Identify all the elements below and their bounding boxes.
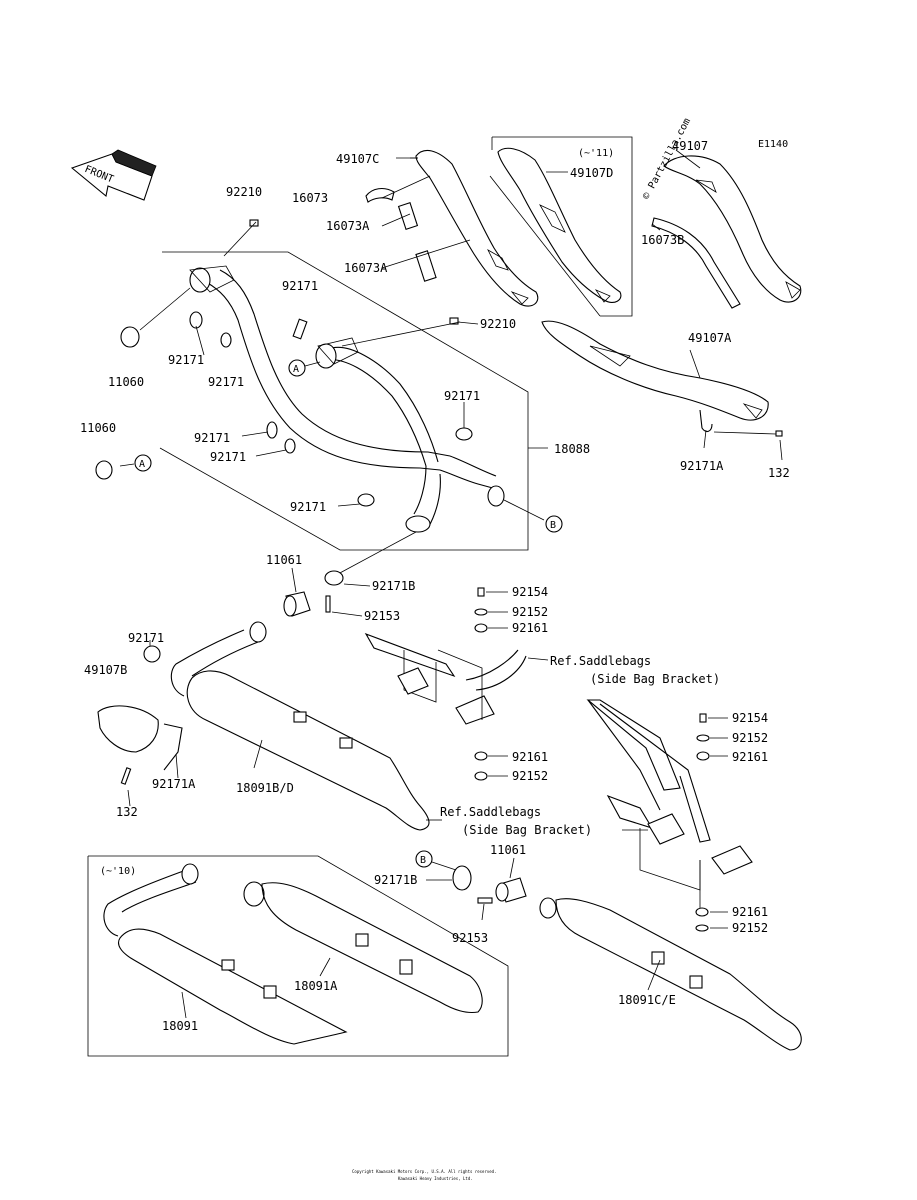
heat-shield-16073b: [651, 217, 741, 309]
label-16073b: 16073B: [641, 233, 684, 247]
label-18091ce: 18091C/E: [618, 993, 676, 1007]
label-92171-g: 92171: [290, 500, 326, 514]
muffler-18091ce: [539, 897, 802, 1051]
label-92161-a: 92161: [512, 621, 548, 635]
watermark-text: © Partzilla.com: [641, 117, 693, 202]
label-49107d: 49107D: [570, 166, 613, 180]
label-ref-sidebag-1: (Side Bag Bracket): [590, 672, 720, 686]
label-92171b-b: 92171B: [374, 873, 417, 887]
svg-text:B: B: [550, 520, 556, 531]
label-49107a: 49107A: [688, 331, 732, 345]
clamp-92171b-b: [426, 857, 527, 921]
clamp-92171-set: [189, 311, 473, 507]
callout-b-1: B: [545, 515, 563, 533]
leader-lines-lower: [426, 819, 648, 831]
footer-line-1: Copyright Kawasaki Motors Corp., U.S.A. …: [352, 1169, 497, 1174]
label-11060-a: 11060: [108, 375, 144, 389]
label-92171-h: 92171: [128, 631, 164, 645]
label-11061-a: 11061: [266, 553, 302, 567]
hardware-set-b: [474, 751, 508, 781]
label-49107b: 49107B: [84, 663, 127, 677]
label-ref-saddlebags-1: Ref.Saddlebags: [550, 654, 651, 668]
label-92152-b: 92152: [732, 731, 768, 745]
label-132-right: 132: [768, 466, 790, 480]
hardware-set-a: [474, 587, 508, 633]
bolt-92210-set: [249, 219, 459, 325]
label-49107-right: 49107: [672, 139, 708, 153]
label-18091bd: 18091B/D: [236, 781, 294, 795]
label-132-left: 132: [116, 805, 138, 819]
label-ref-sidebag-2: (Side Bag Bracket): [462, 823, 592, 837]
label-18088: 18088: [554, 442, 590, 456]
label-92152-d: 92152: [732, 921, 768, 935]
svg-text:A: A: [293, 364, 299, 375]
label-92161-b: 92161: [732, 750, 768, 764]
connector-11061-a: [283, 567, 311, 617]
front-arrow-icon: FRONT: [70, 149, 157, 201]
label-18091: 18091: [162, 1019, 198, 1033]
heat-shield-49107a: [541, 320, 769, 421]
label-16073a-1: 16073A: [326, 219, 370, 233]
label-10-range: (~'10): [100, 866, 136, 877]
svg-text:B: B: [420, 855, 426, 866]
callout-a-2: A: [134, 454, 152, 472]
label-ref-saddlebags-2: Ref.Saddlebags: [440, 805, 541, 819]
early-model-inset: [87, 855, 509, 1057]
label-92171-c: 92171: [208, 375, 244, 389]
label-92210-top: 92210: [226, 185, 262, 199]
label-92161-c: 92161: [512, 750, 548, 764]
svg-text:A: A: [139, 459, 145, 470]
label-92210-mid: 92210: [480, 317, 516, 331]
label-92171a-right: 92171A: [680, 459, 724, 473]
clamp-92171a-right: [699, 409, 783, 461]
label-92153-b: 92153: [452, 931, 488, 945]
label-92161-d: 92161: [732, 905, 768, 919]
saddlebag-bracket-1: [364, 632, 549, 725]
label-11-range: (~'11): [578, 148, 614, 159]
heat-shield-49107c: [415, 149, 539, 307]
header-pipe-assembly: [159, 251, 529, 551]
heat-shield-49107: [663, 155, 802, 303]
label-92154-a: 92154: [512, 585, 548, 599]
label-49107c: 49107C: [336, 152, 379, 166]
heat-shield-inset: [489, 136, 633, 317]
label-92154-b: 92154: [732, 711, 768, 725]
clamp-92171b-a: [324, 570, 371, 617]
label-92171b-a: 92171B: [372, 579, 415, 593]
saddlebag-bracket-2: [586, 699, 753, 932]
gasket-11060-set: [95, 326, 140, 480]
label-11060-b: 11060: [80, 421, 116, 435]
callout-b-2: B: [415, 850, 457, 871]
label-92171-b: 92171: [168, 353, 204, 367]
label-11061-b: 11061: [490, 843, 526, 857]
label-92171-a: 92171: [282, 279, 318, 293]
label-92171-e: 92171: [194, 431, 230, 445]
label-92171-f: 92171: [210, 450, 246, 464]
label-92171a-left: 92171A: [152, 777, 196, 791]
clamp-16073: [365, 187, 437, 282]
label-16073a-2: 16073A: [344, 261, 388, 275]
callout-a-1: A: [288, 359, 321, 377]
label-92152-a: 92152: [512, 605, 548, 619]
end-cap-49107b: [97, 640, 183, 807]
footer-line-2: Kawasaki Heavy Industries, Ltd.: [398, 1176, 473, 1181]
label-18091a: 18091A: [294, 979, 338, 993]
muffler-18091bd: [170, 621, 430, 831]
label-16073: 16073: [292, 191, 328, 205]
label-92152-c: 92152: [512, 769, 548, 783]
label-92153-a: 92153: [364, 609, 400, 623]
part-labels: 92210 49107C (~'11) 49107D 49107 16073 1…: [80, 139, 790, 1033]
label-92171-d: 92171: [444, 389, 480, 403]
leader-lines-top: [119, 149, 701, 575]
diagram-code: E1140: [758, 139, 788, 150]
